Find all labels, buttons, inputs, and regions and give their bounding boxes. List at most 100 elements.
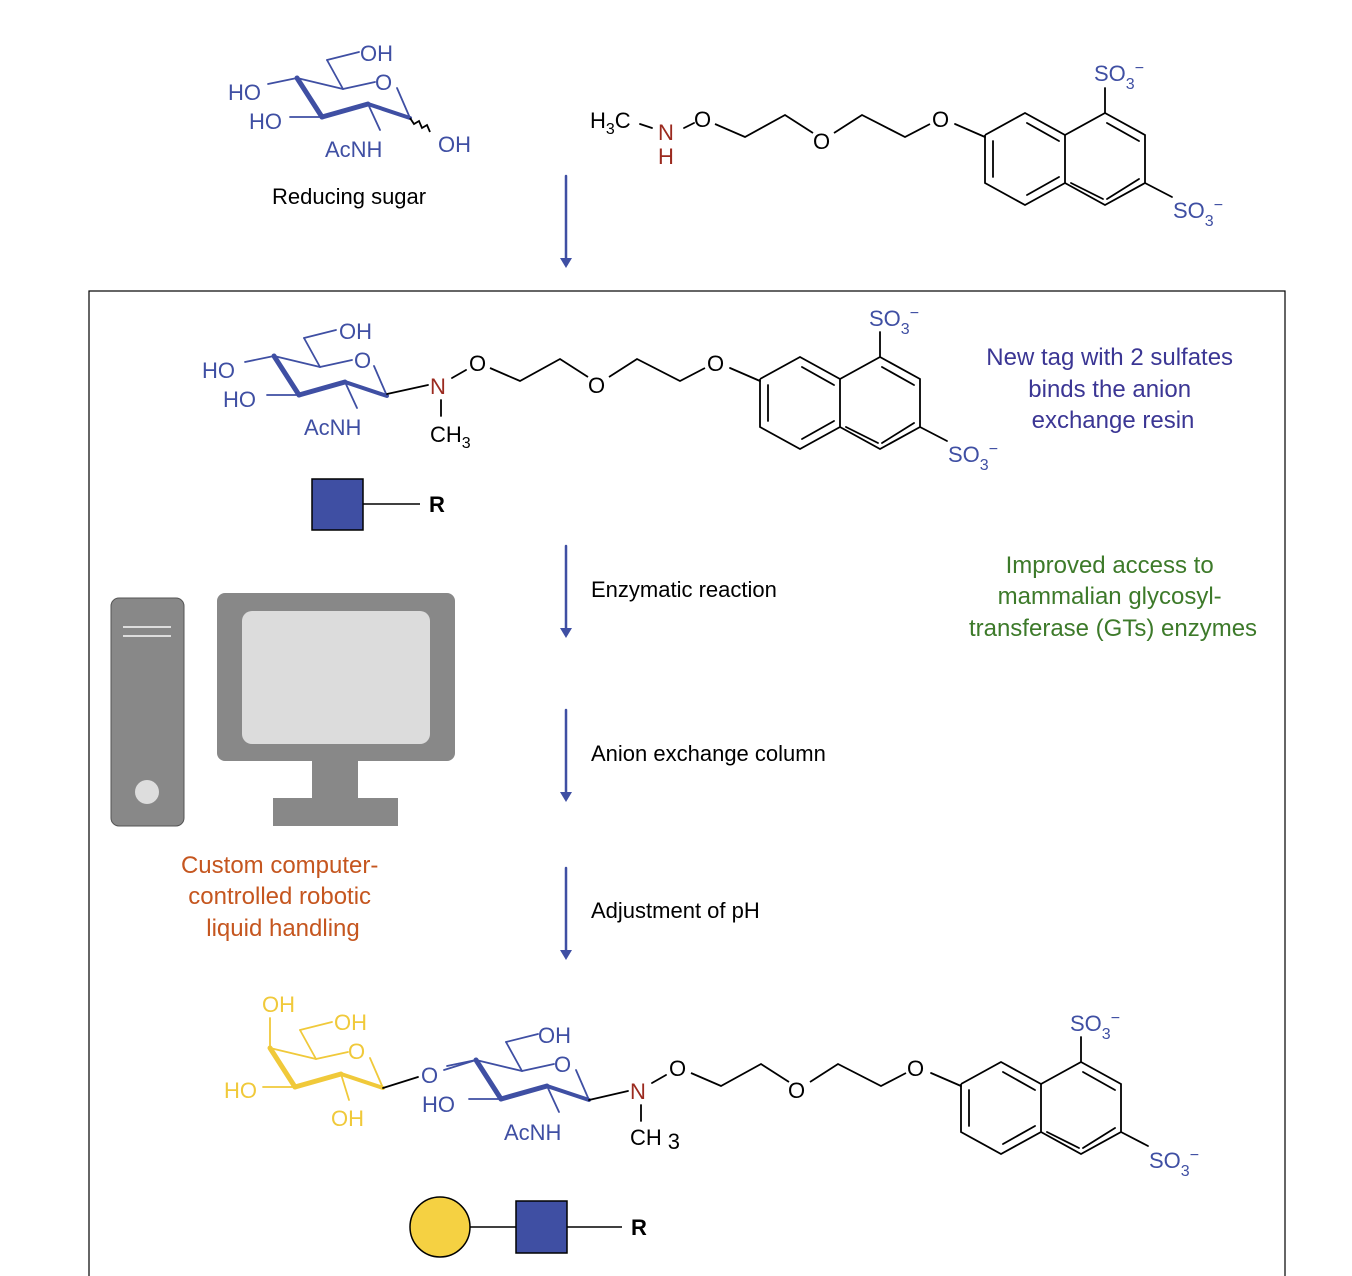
bond	[367, 103, 381, 131]
bond	[683, 122, 695, 129]
svg-text:O: O	[554, 1052, 571, 1077]
svg-text:AcNH: AcNH	[304, 415, 361, 440]
bond	[505, 1033, 539, 1043]
note-robotic-handling: Custom computer- controlled robotic liqu…	[181, 852, 385, 942]
bond	[1046, 1131, 1080, 1149]
bond	[498, 1083, 550, 1102]
arrowhead-icon	[560, 628, 572, 638]
bond	[340, 1073, 350, 1101]
svg-text:N: N	[430, 374, 446, 399]
bond	[1070, 182, 1104, 200]
naphthalene-ring	[1040, 1060, 1122, 1156]
tagged-sugar-labels: OH O HO HO AcNH N CH3 O O O SO3− SO3−	[202, 305, 998, 474]
bond	[845, 426, 879, 444]
bond	[396, 87, 411, 119]
svg-text:HO: HO	[202, 358, 235, 383]
bond	[1106, 122, 1140, 142]
step-enzymatic-reaction: Enzymatic reaction	[591, 577, 777, 602]
bond	[443, 1059, 477, 1071]
arrowhead-icon	[560, 792, 572, 802]
naphthalene-ring	[759, 355, 841, 451]
svg-text:AcNH: AcNH	[325, 137, 382, 162]
svg-text:OH: OH	[331, 1106, 364, 1131]
bond	[639, 123, 653, 129]
naphthalene-ring	[1064, 111, 1146, 207]
svg-text:OH: OH	[438, 132, 471, 157]
svg-text:O: O	[669, 1056, 686, 1081]
svg-text:HO: HO	[224, 1078, 257, 1103]
note-improved-access: Improved access to mammalian glycosyl- t…	[969, 552, 1257, 642]
bond	[267, 1045, 298, 1090]
bond	[1120, 1131, 1149, 1147]
bond	[319, 359, 353, 368]
bond	[292, 1071, 344, 1090]
svg-text:OH: OH	[339, 319, 372, 344]
bond	[1144, 182, 1173, 198]
bond	[315, 1051, 349, 1060]
wavy-bond	[409, 117, 431, 133]
blue-square-icon	[311, 478, 364, 531]
svg-text:SO3−: SO3−	[1173, 197, 1223, 230]
svg-text:OH: OH	[334, 1010, 367, 1035]
note-new-tag: New tag with 2 sulfates binds the anion …	[986, 344, 1239, 434]
svg-text:O: O	[421, 1063, 438, 1088]
svg-text:N: N	[658, 120, 674, 145]
bond	[475, 1059, 523, 1072]
workflow-frame	[88, 290, 1286, 1276]
svg-text:H: H	[658, 144, 674, 169]
svg-text:O: O	[932, 107, 949, 132]
yellow-circle-icon	[409, 1196, 471, 1258]
arrowhead-icon	[560, 950, 572, 960]
bond	[1082, 1071, 1116, 1091]
bond	[575, 1069, 590, 1101]
svg-text:HO: HO	[422, 1092, 455, 1117]
bond	[296, 379, 348, 398]
tag-reagent-labels: H3C N H O O O SO3− SO3−	[590, 60, 1223, 230]
linker-bond	[809, 1062, 907, 1088]
reducing-sugar-caption: Reducing sugar	[272, 184, 426, 209]
bond	[588, 1090, 629, 1101]
bond	[373, 365, 388, 397]
bond	[1082, 1127, 1116, 1149]
svg-text:O: O	[375, 70, 392, 95]
bond	[369, 1057, 384, 1089]
svg-text:O: O	[694, 107, 711, 132]
linker-bond	[833, 113, 931, 139]
bond	[881, 366, 915, 386]
bond	[1002, 1125, 1036, 1145]
svg-text:O: O	[354, 348, 371, 373]
svg-text:HO: HO	[228, 80, 261, 105]
bond	[1026, 176, 1060, 196]
svg-text:CH3: CH3	[430, 422, 471, 452]
svg-text:R: R	[429, 492, 445, 517]
svg-text:O: O	[469, 351, 486, 376]
bond	[801, 366, 835, 386]
bond	[319, 101, 371, 120]
bond	[1106, 178, 1140, 200]
bond	[954, 123, 986, 138]
svg-text:O: O	[707, 351, 724, 376]
bond	[473, 1057, 504, 1102]
svg-text:AcNH: AcNH	[504, 1120, 561, 1145]
linker-bond	[489, 357, 589, 383]
glcnac-symbol: R	[311, 478, 445, 531]
naphthalene-ring	[839, 355, 921, 451]
linker-bond	[690, 1062, 790, 1088]
svg-text:SO3−: SO3−	[1094, 60, 1144, 93]
bond	[339, 1072, 385, 1090]
bond	[881, 422, 915, 444]
svg-text:SO3−: SO3−	[948, 441, 998, 474]
linker-bond	[608, 357, 706, 383]
bond	[296, 77, 344, 90]
bond	[1002, 1071, 1036, 1091]
bond	[299, 1021, 333, 1031]
bond	[344, 381, 358, 409]
svg-text:O: O	[813, 129, 830, 154]
bond	[545, 1084, 591, 1102]
step-anion-exchange: Anion exchange column	[591, 741, 826, 766]
svg-text:OH: OH	[262, 992, 295, 1017]
bond	[1026, 122, 1060, 142]
bond	[303, 329, 337, 339]
